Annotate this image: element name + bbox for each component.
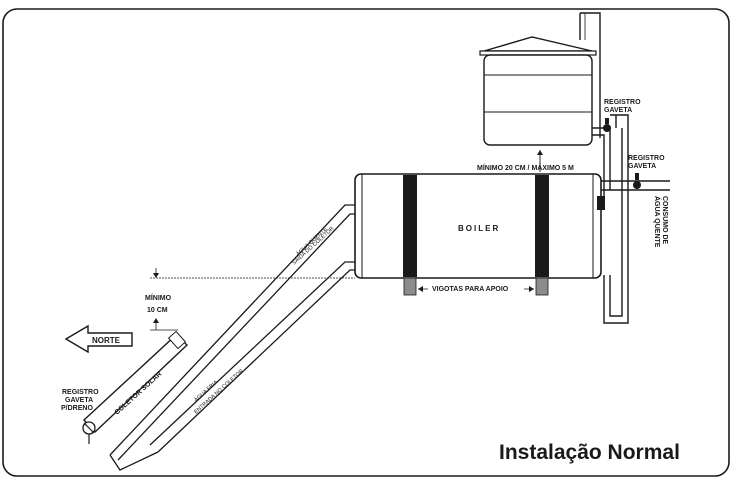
svg-text:SAÍDA DO COLETOR: SAÍDA DO COLETOR (291, 225, 336, 266)
valve-right-icon (633, 173, 641, 189)
svg-text:GAVETA: GAVETA (628, 163, 656, 170)
vigotas-label: VIGOTAS PARA APOIO (432, 286, 509, 293)
registro-right-label: REGISTRO (628, 155, 665, 162)
hot-water-pipe (598, 180, 670, 191)
registro-left-label: REGISTRO (62, 389, 99, 396)
svg-text:GAVETA: GAVETA (604, 107, 632, 114)
north-arrow-icon (64, 324, 133, 354)
valve-top-icon (603, 118, 611, 132)
tank-vent-pipe (579, 12, 601, 138)
min-max-label: MÍNIMO 20 CM / MÁXIMO 5 M (477, 163, 574, 172)
svg-text:ÁGUA QUENTE: ÁGUA QUENTE (653, 196, 662, 248)
support-right (535, 277, 549, 296)
svg-text:GAVETA: GAVETA (65, 397, 93, 404)
min-10cm-label: MÍNIMO (145, 293, 172, 302)
support-left (403, 277, 417, 296)
diagram-title: Instalação Normal (499, 441, 680, 464)
norte-label: NORTE (92, 336, 121, 345)
boiler-label: BOILER (458, 224, 500, 233)
svg-text:10 CM: 10 CM (147, 307, 168, 314)
boiler (354, 173, 605, 279)
drain-valve-icon (82, 421, 96, 444)
collector-pipes (109, 204, 355, 471)
registro-top-label: REGISTRO (604, 99, 641, 106)
consumo-label: CONSUMO DE (661, 196, 668, 245)
diagram-border (2, 8, 730, 477)
svg-text:P/DRENO: P/DRENO (61, 405, 93, 412)
water-tank (479, 36, 597, 146)
